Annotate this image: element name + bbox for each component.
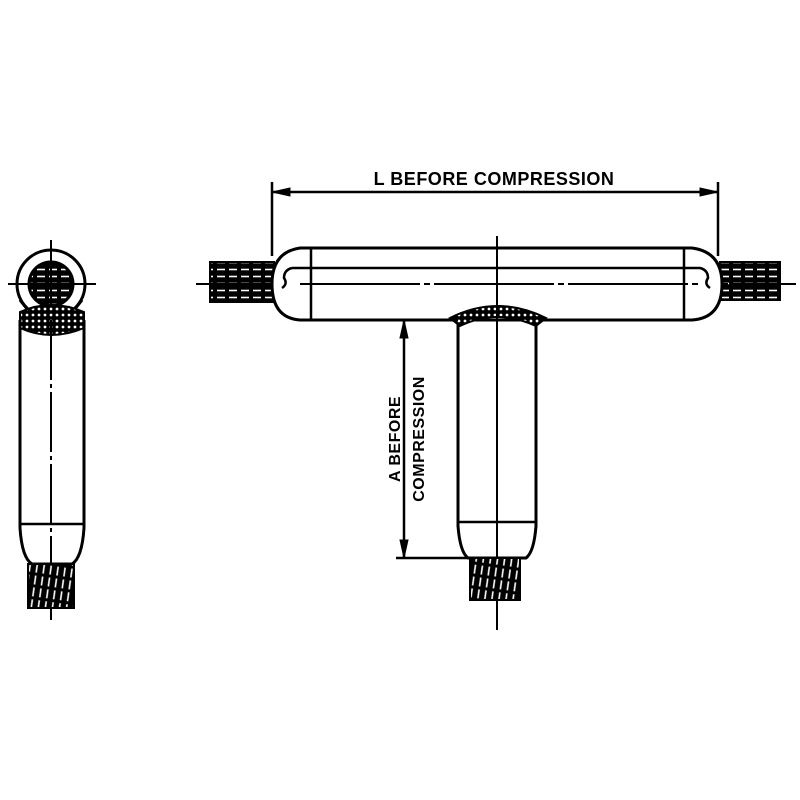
tap-conductor-end — [27, 563, 75, 609]
tap-dimension-label-line1: A BEFORE — [387, 396, 404, 482]
length-dimension-label: L BEFORE COMPRESSION — [374, 169, 615, 189]
run-conductor-left — [209, 261, 275, 303]
run-conductor-right — [719, 261, 781, 301]
end-view — [8, 240, 96, 620]
front-view — [196, 182, 796, 630]
tap-conductor-front — [469, 557, 521, 601]
tap-dimension-label-line2: COMPRESSION — [411, 376, 428, 502]
